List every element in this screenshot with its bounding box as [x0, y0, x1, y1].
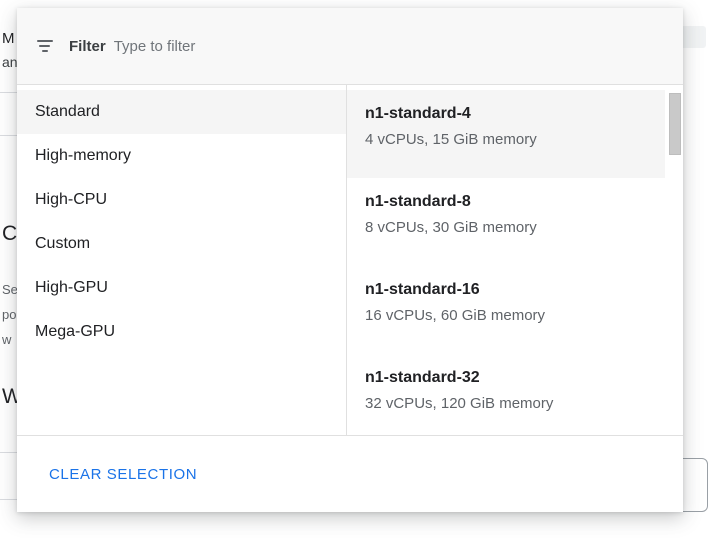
machine-type-item[interactable]: n1-standard-8 8 vCPUs, 30 GiB memory	[347, 178, 665, 266]
dialog-footer: CLEAR SELECTION	[17, 435, 683, 512]
machine-type-item[interactable]: n1-standard-32 32 vCPUs, 120 GiB memory	[347, 354, 665, 435]
background-section-heading-c: C	[2, 222, 18, 245]
category-item-label: Mega-GPU	[35, 323, 116, 340]
background-body-line-2: po	[2, 307, 17, 322]
machine-list-scrollbar-thumb[interactable]	[669, 93, 681, 155]
dialog-body: Standard High-memory High-CPU Custom Hig…	[17, 85, 683, 435]
machine-type-name: n1-standard-32	[365, 369, 480, 386]
category-item-label: High-CPU	[35, 191, 108, 208]
category-item-label: High-GPU	[35, 279, 108, 296]
background-body-line-3: w	[2, 332, 12, 347]
machine-type-specs: 8 vCPUs, 30 GiB memory	[365, 219, 537, 236]
machine-type-name: n1-standard-16	[365, 281, 480, 298]
machine-list-scrollbar[interactable]	[668, 85, 683, 435]
background-body-line-1: Se	[2, 282, 18, 297]
filter-bar[interactable]: Filter	[17, 8, 683, 85]
category-item-high-cpu[interactable]: High-CPU	[17, 178, 346, 222]
machine-type-item[interactable]: n1-standard-4 4 vCPUs, 15 GiB memory	[347, 90, 665, 178]
category-item-label: High-memory	[35, 147, 132, 164]
machine-type-item[interactable]: n1-standard-16 16 vCPUs, 60 GiB memory	[347, 266, 665, 354]
category-item-high-memory[interactable]: High-memory	[17, 134, 346, 178]
filter-input[interactable]	[113, 35, 663, 57]
category-item-label: Standard	[35, 103, 100, 120]
machine-type-name: n1-standard-4	[365, 105, 471, 122]
background-machine-subtext: an	[2, 54, 18, 70]
clear-selection-button[interactable]: CLEAR SELECTION	[45, 460, 201, 489]
category-item-label: Custom	[35, 235, 91, 252]
category-item-custom[interactable]: Custom	[17, 222, 346, 266]
machine-type-list-container: n1-standard-4 4 vCPUs, 15 GiB memory n1-…	[347, 85, 683, 435]
machine-type-picker-dialog: Filter Standard High-memory High-CPU Cus…	[17, 8, 683, 512]
filter-label: Filter	[69, 37, 106, 55]
category-item-high-gpu[interactable]: High-GPU	[17, 266, 346, 310]
machine-type-list: n1-standard-4 4 vCPUs, 15 GiB memory n1-…	[347, 85, 683, 435]
category-item-mega-gpu[interactable]: Mega-GPU	[17, 310, 346, 354]
background-machine-heading: M	[2, 30, 15, 47]
filter-icon	[37, 37, 55, 55]
background-section-heading-w: W	[2, 385, 22, 408]
machine-type-specs: 32 vCPUs, 120 GiB memory	[365, 395, 554, 412]
category-list: Standard High-memory High-CPU Custom Hig…	[17, 85, 347, 435]
machine-type-specs: 16 vCPUs, 60 GiB memory	[365, 307, 546, 324]
machine-type-name: n1-standard-8	[365, 193, 471, 210]
category-item-standard[interactable]: Standard	[17, 90, 346, 134]
machine-type-specs: 4 vCPUs, 15 GiB memory	[365, 131, 537, 148]
